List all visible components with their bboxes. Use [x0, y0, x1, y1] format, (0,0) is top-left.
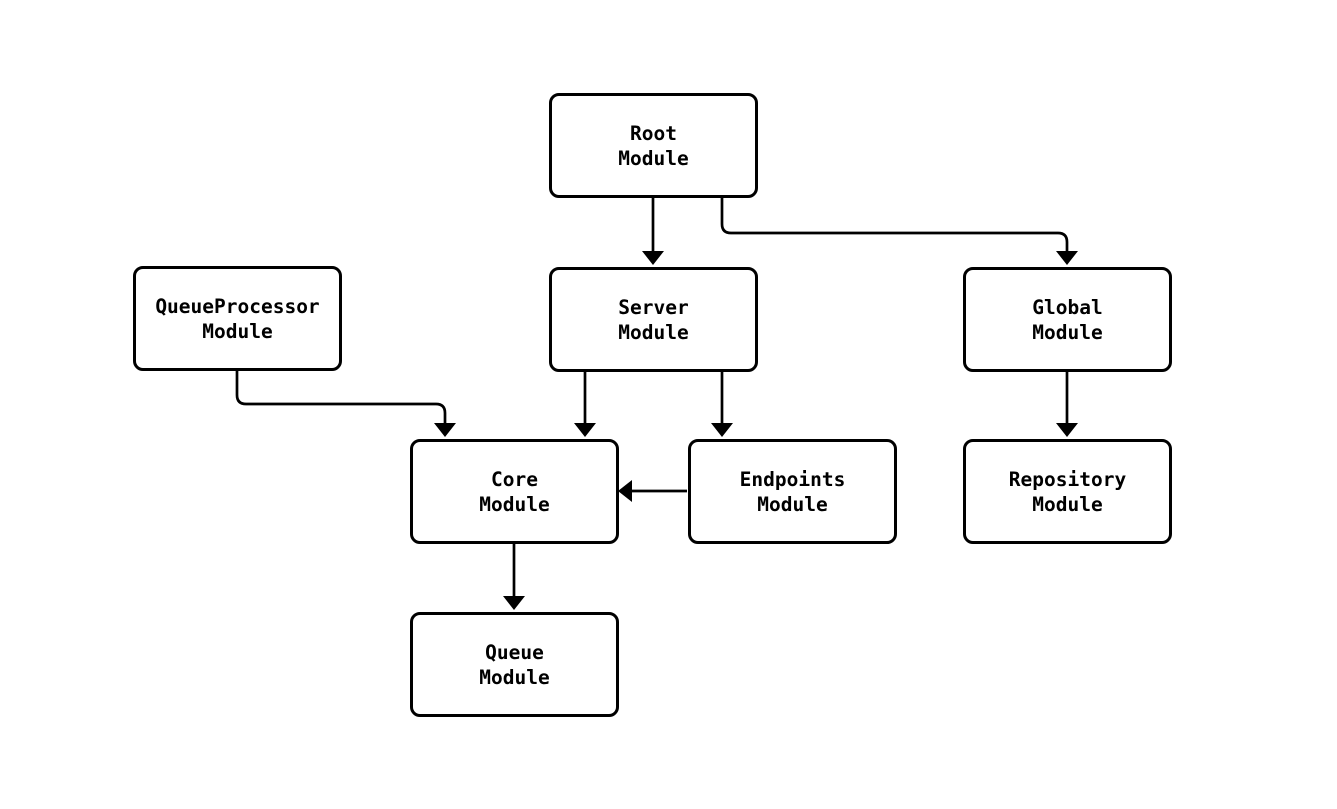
node-label-line: Module [1032, 320, 1103, 344]
node-label-line: Module [618, 146, 689, 170]
node-label-line: Root [630, 121, 677, 145]
arrowhead-root-module-to-global-module [1056, 251, 1078, 265]
node-label-line: Core [491, 467, 538, 491]
node-label-line: QueueProcessor [155, 294, 320, 318]
arrowhead-server-module-to-endpoints-module [711, 423, 733, 437]
edge-queueprocessor-module-to-core-module [235, 371, 447, 423]
node-label-line: Repository [1008, 467, 1127, 491]
node-label-line: Module [479, 492, 550, 516]
node-label-line: Module [202, 319, 273, 343]
arrowhead-server-module-to-core-module [574, 423, 596, 437]
node-label-line: Endpoints [739, 467, 846, 491]
node-label-line: Module [618, 320, 689, 344]
arrowhead-queueprocessor-module-to-core-module [434, 423, 456, 437]
arrowhead-core-module-to-queue-module [503, 596, 525, 610]
node-label-line: Module [757, 492, 828, 516]
node-label-line: Server [618, 295, 689, 319]
arrowhead-endpoints-module-to-core-module [618, 480, 632, 502]
arrowhead-global-module-to-repository-module [1056, 423, 1078, 437]
arrowhead-root-module-to-server-module [642, 251, 664, 265]
node-label-line: Module [479, 665, 550, 689]
node-label-line: Global [1032, 295, 1103, 319]
node-label-line: Queue [485, 640, 544, 664]
node-label-line: Module [1032, 492, 1103, 516]
edge-root-module-to-global-module [720, 198, 1069, 251]
